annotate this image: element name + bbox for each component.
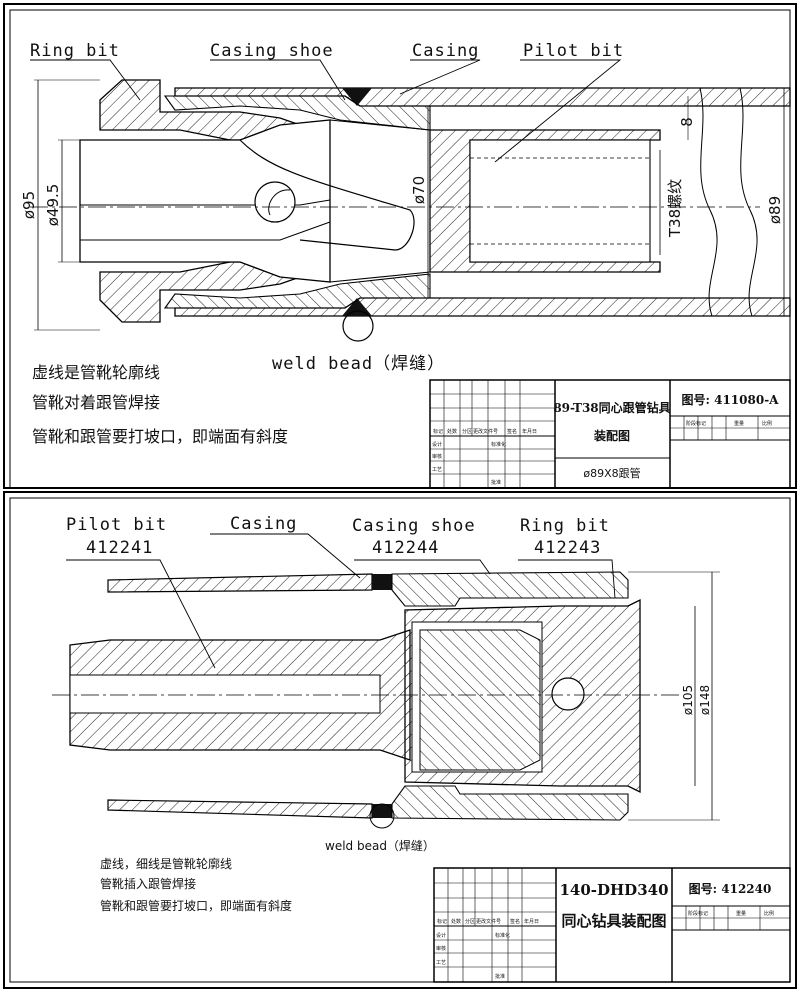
tb-bot-design: 设计 bbox=[436, 932, 446, 939]
tb-bot-mark: 标记 bbox=[437, 918, 447, 925]
bottom-casing-shoe-upper bbox=[391, 571, 629, 607]
bottom-label-ring-no: 412243 bbox=[534, 538, 601, 558]
tb-top-design: 设计 bbox=[432, 441, 442, 448]
top-label-weld-bead: weld bead（焊缝） bbox=[272, 354, 445, 374]
bottom-label-casing-shoe: Casing shoe bbox=[352, 516, 476, 536]
tb-top-date: 年月日 bbox=[522, 428, 537, 435]
top-weld-bead-lower bbox=[342, 298, 372, 316]
tb-top-mark: 标记 bbox=[433, 428, 443, 435]
tb-bot-sign: 签名 bbox=[510, 918, 520, 925]
tb-top-stage: 阶段标记 bbox=[686, 420, 706, 427]
tb-bot-weight: 重量 bbox=[736, 910, 746, 917]
top-tb-title-1: 89-T38同心跟管钻具 bbox=[553, 400, 670, 415]
bottom-drawing: ø105 ø148 Pilot bit 412241 Casing Casing… bbox=[3, 491, 797, 989]
bottom-dim-d148: ø148 bbox=[698, 685, 712, 715]
tb-bot-std: 标准化 bbox=[495, 932, 510, 939]
top-note-3: 管靴和跟管要打坡口，即端面有斜度 bbox=[32, 427, 288, 446]
bottom-note-3: 管靴和跟管要打坡口，即端面有斜度 bbox=[100, 898, 292, 913]
tb-top-std: 标准化 bbox=[491, 441, 506, 448]
top-label-casing-shoe: Casing shoe bbox=[210, 41, 334, 61]
tb-bot-stage: 阶段标记 bbox=[688, 910, 708, 917]
bottom-dim-d105: ø105 bbox=[681, 685, 695, 715]
tb-bot-approve: 批准 bbox=[495, 973, 505, 980]
tb-bot-zone: 分区 bbox=[465, 918, 475, 925]
top-dim-d89: ø89 bbox=[766, 196, 784, 224]
bottom-note-1: 虚线，细线是管靴轮廓线 bbox=[100, 856, 232, 871]
bottom-label-pilot-bit: Pilot bit bbox=[66, 515, 167, 535]
top-label-pilot-bit: Pilot bit bbox=[523, 41, 624, 61]
tb-top-process: 工艺 bbox=[432, 467, 442, 473]
top-tb-title-2: 装配图 bbox=[593, 428, 630, 443]
top-note-1: 虚线是管靴轮廓线 bbox=[32, 363, 160, 382]
top-title-block: 标记 处数 分区 更改文件号 签名 年月日 设计 标准化 审核 工艺 批准 阶段… bbox=[429, 379, 791, 489]
tb-bot-process: 工艺 bbox=[436, 960, 446, 966]
bottom-casing-upper bbox=[107, 573, 373, 593]
bottom-label-shoe-no: 412244 bbox=[372, 538, 439, 558]
top-tb-material: ø89X8跟管 bbox=[583, 466, 640, 480]
top-note-2: 管靴对着跟管焊接 bbox=[32, 393, 160, 412]
top-ring-bit-upper bbox=[99, 79, 301, 141]
tb-bot-date: 年月日 bbox=[524, 918, 539, 925]
bottom-tb-title-2: 同心钻具装配图 bbox=[561, 912, 666, 930]
top-weld-bead-upper bbox=[342, 88, 372, 106]
top-label-ring-bit: Ring bit bbox=[30, 41, 120, 61]
bottom-frame bbox=[3, 491, 797, 989]
bottom-weld-bead-upper bbox=[372, 574, 392, 590]
bottom-casing-shoe-lower bbox=[391, 785, 629, 821]
bottom-casing-lower bbox=[107, 799, 373, 819]
tb-top-approve: 批准 bbox=[491, 479, 501, 486]
tb-bot-check: 审核 bbox=[436, 945, 446, 952]
tb-top-weight: 重量 bbox=[734, 420, 744, 427]
bottom-weld-bead-lower bbox=[372, 804, 392, 818]
tb-top-scale: 比例 bbox=[762, 420, 772, 427]
tb-top-count: 处数 bbox=[447, 428, 457, 435]
top-tb-drawing-no: 图号: 411080-A bbox=[682, 392, 780, 407]
top-dim-thread: T38螺纹 bbox=[666, 179, 684, 238]
tb-top-docno: 更改文件号 bbox=[473, 428, 498, 435]
bottom-label-casing: Casing bbox=[230, 514, 297, 534]
top-drawing: ø95 ø49.5 ø70 ø89 8 T38螺纹 Ring bit Casin… bbox=[3, 3, 797, 489]
bottom-tb-title-1: 140-DHD340 bbox=[559, 881, 668, 899]
tb-top-check: 审核 bbox=[432, 453, 442, 460]
top-label-casing: Casing bbox=[412, 41, 479, 61]
tb-top-sign: 签名 bbox=[507, 428, 517, 435]
bottom-label-ring-bit: Ring bit bbox=[520, 516, 610, 536]
tb-top-zone: 分区 bbox=[462, 428, 472, 435]
bottom-tb-drawing-no: 图号: 412240 bbox=[689, 881, 772, 896]
bottom-title-block: 标记 处数 分区 更改文件号 签名 年月日 设计 标准化 审核 工艺 批准 阶段… bbox=[433, 867, 791, 983]
top-dim-d95: ø95 bbox=[20, 191, 38, 219]
top-dim-wall-8: 8 bbox=[678, 117, 696, 127]
bottom-label-weld-bead: weld bead（焊缝） bbox=[325, 838, 435, 853]
top-casing-shoe-lower bbox=[163, 273, 431, 309]
top-ring-bit-lower bbox=[99, 261, 301, 323]
tb-bot-docno: 更改文件号 bbox=[476, 918, 501, 925]
bottom-label-pilot-no: 412241 bbox=[86, 538, 153, 558]
tb-bot-scale: 比例 bbox=[764, 910, 774, 917]
top-dim-d70: ø70 bbox=[410, 176, 428, 204]
bottom-note-2: 管靴插入跟管焊接 bbox=[100, 876, 196, 891]
tb-bot-count: 处数 bbox=[451, 918, 461, 925]
top-dim-d49-5: ø49.5 bbox=[44, 184, 62, 227]
